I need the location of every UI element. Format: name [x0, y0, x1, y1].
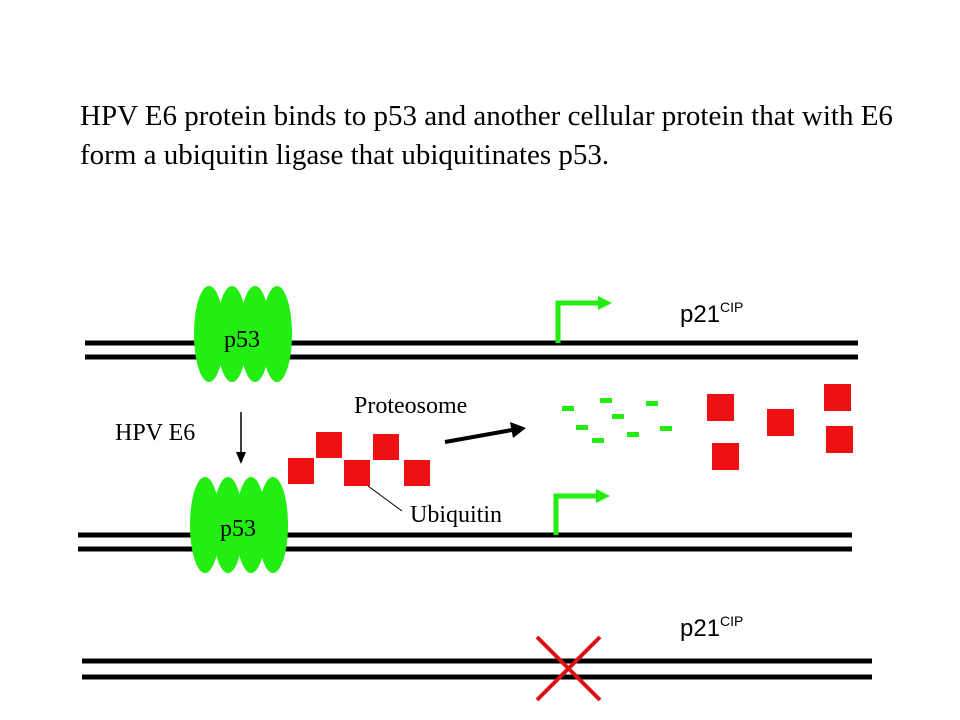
- hpv-e6-arrow: [236, 412, 246, 464]
- fragment: [600, 398, 612, 403]
- fragment: [562, 406, 574, 411]
- fragment: [592, 438, 604, 443]
- gene-label-bottom: p21CIP: [680, 613, 743, 642]
- hpv-e6-label: HPV E6: [115, 420, 195, 446]
- p53-label-top: p53: [224, 327, 260, 353]
- ubiquitin-square: [826, 426, 853, 453]
- p53-protein-bottom: [190, 477, 288, 573]
- ubiquitin-chain: [288, 432, 430, 486]
- ubiquitin-square: [767, 409, 794, 436]
- ubiquitin-square: [373, 434, 399, 460]
- promoter-arrow-top: [555, 296, 612, 343]
- ubiquitin-square: [707, 394, 734, 421]
- proteosome-label: Proteosome: [354, 393, 467, 419]
- ubiquitin-square: [712, 443, 739, 470]
- promoter-arrow-middle: [553, 489, 610, 535]
- fragment: [576, 425, 588, 430]
- transcription-blocked-x: [535, 635, 602, 702]
- ubiquitin-square: [344, 460, 370, 486]
- slide-caption: HPV E6 protein binds to p53 and another …: [80, 100, 893, 171]
- degraded-p53-fragments: [562, 398, 672, 443]
- p53-protein-top: [194, 286, 292, 382]
- ubiquitin-square: [316, 432, 342, 458]
- fragment: [612, 414, 624, 419]
- fragment: [627, 432, 639, 437]
- fragment: [646, 401, 658, 406]
- ubiquitin-label: Ubiquitin: [410, 502, 502, 528]
- ubiquitin-square: [824, 384, 851, 411]
- fragment: [660, 426, 672, 431]
- ubiquitin-square: [288, 458, 314, 484]
- proteosome-arrow: [444, 422, 526, 444]
- dna-strand-bottom: [82, 658, 872, 680]
- ubiquitin-square: [404, 460, 430, 486]
- ubiquitin-pointer-line: [367, 485, 403, 512]
- gene-label-top: p21CIP: [680, 299, 743, 328]
- p53-label-bottom: p53: [220, 516, 256, 542]
- free-ubiquitin: [707, 384, 853, 470]
